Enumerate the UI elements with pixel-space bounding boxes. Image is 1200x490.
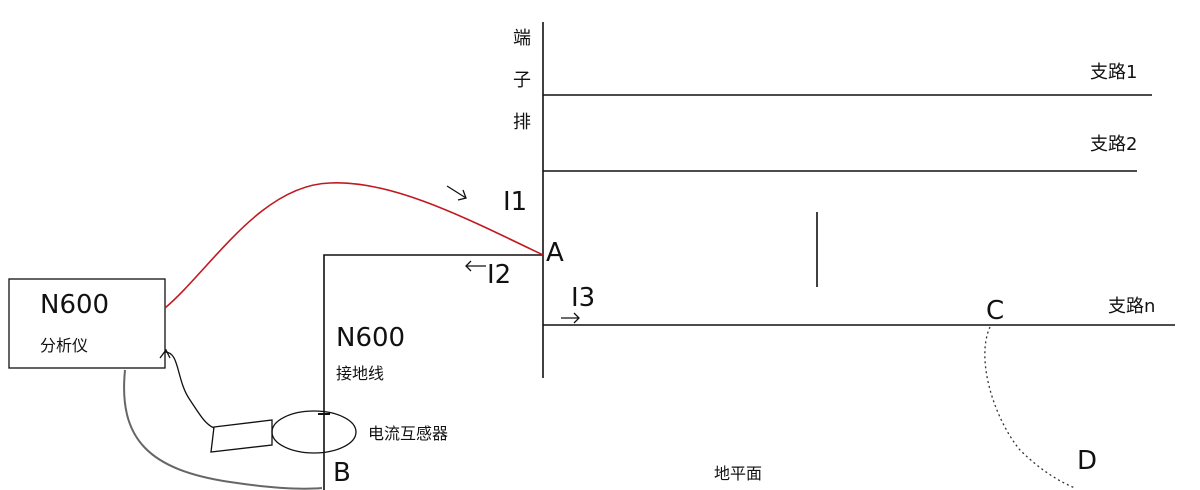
terminal-block-char-1: 端	[513, 28, 531, 49]
current-i1-label: I1	[503, 187, 528, 217]
current-i3-label: I3	[571, 283, 596, 313]
ct-lead	[164, 351, 215, 429]
point-b-label: B	[333, 458, 351, 488]
analyzer-box	[8, 278, 166, 369]
current-transformer-ring	[271, 410, 357, 454]
i2-arrow	[465, 260, 486, 272]
current-i2-label: I2	[487, 260, 512, 290]
ground-wire-model: N600	[336, 323, 406, 353]
branch1-label: 支路1	[1090, 62, 1138, 83]
analyzer-name: 分析仪	[40, 336, 89, 355]
ct-label: 电流互感器	[368, 424, 449, 443]
branch2-label: 支路2	[1090, 134, 1138, 155]
ground-plane-label: 地平面	[714, 464, 763, 483]
point-a-label: A	[546, 238, 564, 268]
i3-arrow	[561, 312, 580, 324]
gray-ground-lead	[123, 369, 323, 490]
fault-path-dotted	[984, 326, 1076, 489]
analyzer-model: N600	[40, 290, 110, 320]
red-test-lead	[164, 182, 544, 309]
i1-arrow	[446, 185, 467, 201]
ground-wire-name: 接地线	[336, 364, 385, 383]
terminal-block-char-3: 排	[513, 112, 531, 133]
point-d-label: D	[1077, 446, 1098, 476]
branchn-label: 支路n	[1108, 296, 1156, 317]
terminal-block-char-2: 子	[513, 70, 531, 91]
point-c-label: C	[986, 296, 1005, 326]
ct-clamp-handle	[210, 419, 273, 453]
ct-lead-arrow	[159, 348, 171, 359]
